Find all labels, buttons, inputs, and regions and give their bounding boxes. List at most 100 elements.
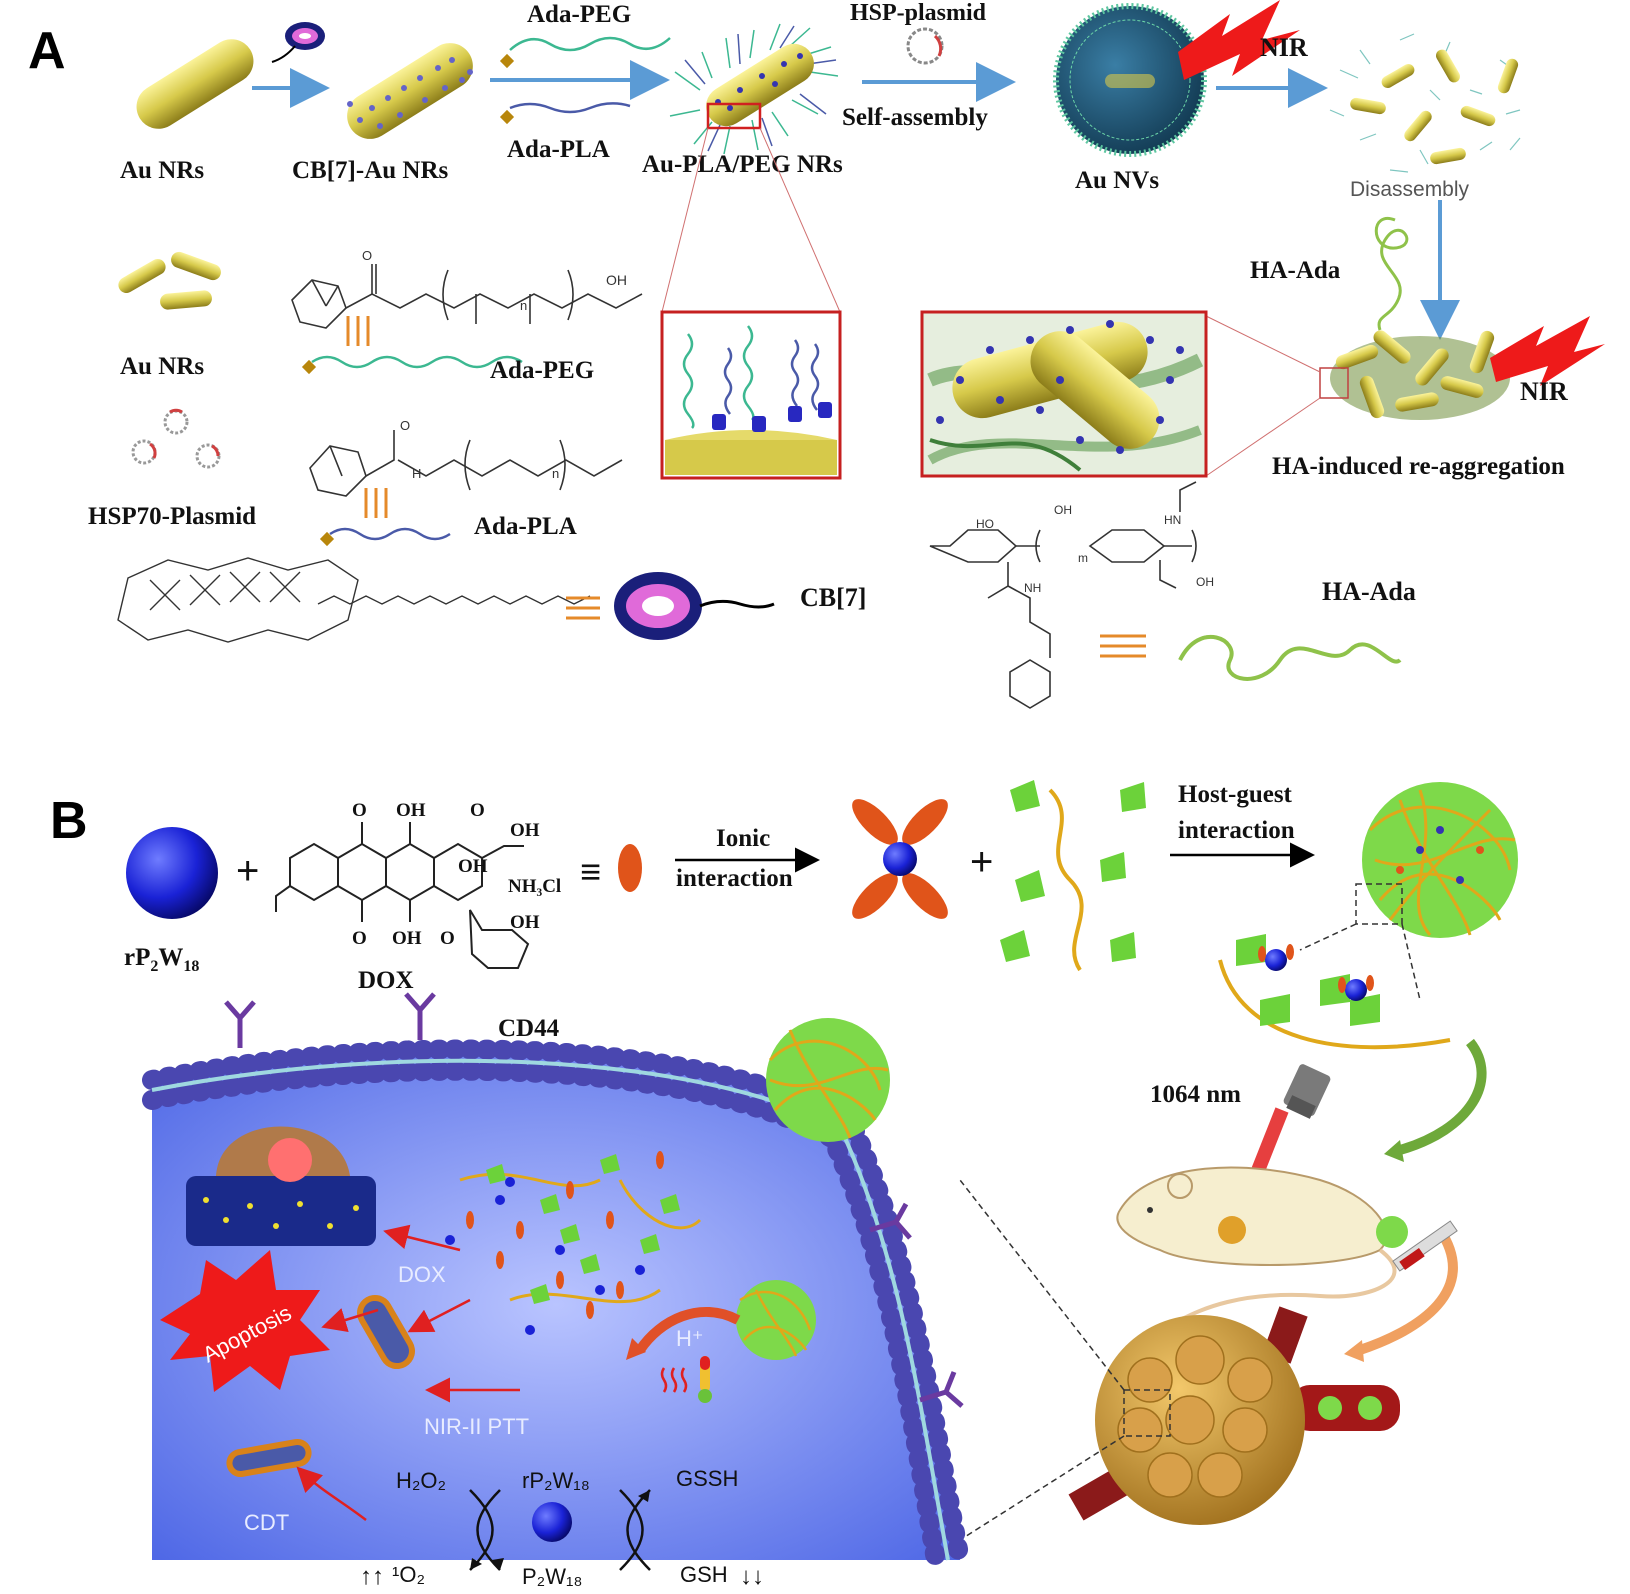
gsh-label: GSH — [680, 1562, 728, 1587]
zoom-line-left — [661, 127, 709, 313]
step-ha-reaggregation-label: HA-induced re-aggregation — [1272, 453, 1565, 480]
rp2w18-label: rP2W18 — [124, 944, 199, 975]
laser-wavelength-label: 1064 nm — [1150, 1081, 1241, 1108]
ha-ada-ho-text: HO — [976, 517, 994, 531]
step-self-assembly-label: Self-assembly — [842, 104, 988, 131]
host-guest-zoom-detail — [1218, 934, 1451, 1050]
dox-oh-sugar: OH — [510, 912, 540, 933]
dox-nh3cl: NH₃Cl — [508, 876, 561, 897]
dox-structure — [275, 822, 530, 969]
dox-oh-top-2: OH — [510, 820, 540, 841]
legend-au-nrs-label: Au NRs — [120, 353, 204, 380]
tumor-with-vessel — [1068, 1306, 1400, 1525]
arrow-to-mito — [407, 1298, 471, 1333]
h-plus-label: H⁺ — [676, 1326, 704, 1351]
p2w18-cycle-label: P₂W₁₈ — [522, 1564, 583, 1589]
step-au-nvs-label: Au NVs — [1075, 167, 1159, 194]
ha-ada-m-subscript: m — [1078, 551, 1088, 565]
step-au-pla-peg-label: Au-PLA/PEG NRs — [642, 151, 843, 178]
legend-ha-ada-label: HA-Ada — [1322, 577, 1416, 606]
peg-chain-top — [509, 36, 671, 52]
hostguest-label-2: interaction — [1178, 817, 1295, 844]
panel-b-label: B — [50, 792, 88, 850]
ada-pla-h-atom: H — [412, 466, 421, 481]
step-nir-top-label: NIR — [1260, 33, 1308, 62]
dox-label: DOX — [358, 967, 414, 994]
ada-pla-n-subscript: n — [552, 466, 559, 481]
zoom-box-tumor — [1123, 1389, 1171, 1437]
nanoparticle-ball-top — [1362, 782, 1518, 938]
equals-bars-cb7 — [566, 596, 600, 620]
arrow-dox-to-nucleus — [383, 1224, 461, 1252]
plus-sign-1: + — [236, 849, 259, 893]
zoom-line-ha-bottom — [1205, 397, 1321, 477]
ionic-label-1: Ionic — [716, 825, 770, 852]
heat-thermometer-icon — [660, 1356, 712, 1403]
dox-o-top-1: O — [352, 800, 367, 821]
step-ada-peg-label: Ada-PEG — [527, 1, 631, 28]
step-ada-pla-label: Ada-PLA — [507, 136, 610, 163]
zoom-line-ball-right — [1401, 923, 1421, 1001]
surface-zoom-box — [660, 310, 842, 480]
step-nir-right-label: NIR — [1520, 377, 1568, 406]
dox-o-top-2: O — [470, 800, 485, 821]
dox-oh-top-1: OH — [396, 800, 426, 821]
rp2w18-cycle-label: rP₂W₁₈ — [522, 1468, 590, 1493]
au-pla-peg-nanorod — [669, 23, 839, 155]
released-drugs-cluster — [445, 1151, 702, 1335]
panel-a-label: A — [28, 22, 66, 80]
step-au-nrs-label: Au NRs — [120, 157, 204, 184]
h-plus-arrowhead — [626, 1338, 646, 1360]
ha-ada-nh-text: NH — [1024, 581, 1041, 595]
ha-ada-structure — [929, 481, 1197, 709]
dox-o-bottom: O — [352, 928, 367, 949]
zoom-line-ha-top — [1205, 315, 1321, 373]
laser-device-icon — [1283, 1064, 1331, 1119]
legend-ada-peg-label: Ada-PEG — [490, 357, 594, 384]
dox-oh-mid: OH — [458, 856, 488, 877]
cb7-ring-icon — [614, 572, 775, 640]
equiv-sign: ≡ — [580, 851, 601, 892]
equals-bars-pla — [364, 488, 388, 518]
mouse-icon — [1116, 1166, 1397, 1322]
legend-pla-chain — [329, 527, 451, 541]
ada-peg-structure — [291, 264, 643, 329]
down-arrows: ↓↓ — [740, 1563, 764, 1590]
hostguest-label-1: Host-guest — [1178, 781, 1293, 808]
legend-hsp70-label: HSP70-Plasmid — [88, 503, 256, 530]
legend-peg-anchor — [301, 359, 317, 375]
cb7-icon-small — [271, 22, 325, 63]
arrow-cdt — [296, 1466, 367, 1521]
h2o2-label: H₂O₂ — [396, 1468, 446, 1493]
legend-ha-curl — [1178, 635, 1402, 681]
curved-arrow-head-1 — [1384, 1140, 1404, 1162]
cdt-label: CDT — [244, 1510, 289, 1535]
curved-arrow-to-mouse — [1398, 1038, 1487, 1155]
nir-lightning-icon-right — [1490, 316, 1605, 386]
zoom-line-tumor-bottom — [959, 1435, 1125, 1541]
legend-peg-chain — [311, 355, 523, 369]
step-hsp-plasmid-label: HSP-plasmid — [850, 0, 987, 26]
pom-cycle-sphere — [532, 1502, 572, 1542]
ha-ada-oh2-text: OH — [1196, 575, 1214, 589]
ada-anchor-pla — [499, 109, 515, 125]
equals-bars-peg — [346, 316, 370, 346]
ha-cyclodextrin-polymer — [1000, 780, 1146, 972]
dox-oh-bottom: OH — [392, 928, 422, 949]
apoptosis-starburst-icon — [160, 1250, 330, 1392]
legend-au-nrs-icon — [118, 251, 221, 310]
step-cb7-au-nrs-label: CB[7]-Au NRs — [292, 157, 449, 184]
nanoparticle-ball-inside — [736, 1280, 816, 1360]
step-disassembly-label: Disassembly — [1350, 178, 1470, 201]
equals-bars-ha — [1100, 634, 1146, 658]
legend-ada-pla-label: Ada-PLA — [474, 513, 577, 540]
plasmid-icon — [906, 27, 944, 65]
ada-pla-structure — [309, 430, 623, 497]
legend-pla-anchor — [319, 531, 335, 547]
ha-wrapped-zoom-box — [920, 310, 1208, 478]
plus-sign-2: + — [970, 840, 993, 884]
ada-peg-n-subscript: n — [520, 298, 527, 313]
nucleus-icon — [186, 1126, 376, 1246]
ha-ada-oh-text: OH — [1054, 503, 1072, 517]
